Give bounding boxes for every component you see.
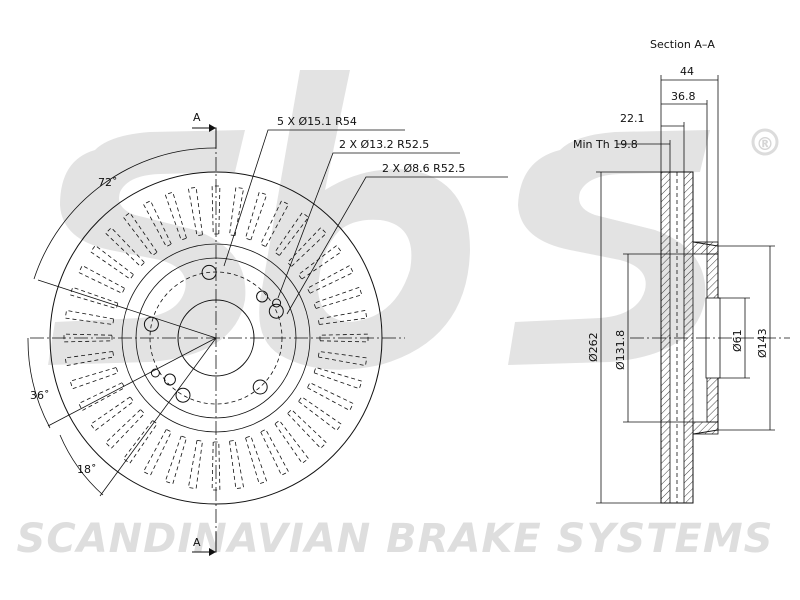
section-view: 44 36.8 22.1 Min Th 19.8 Ø262 Ø131.8 Ø61… [573,38,790,504]
cooling-vane [63,333,113,343]
cooling-vane [287,227,327,267]
bolt-hole-leader [223,129,405,267]
angle-arc-18 [59,434,104,496]
cooling-vane [142,200,172,248]
cooling-vane [317,309,368,325]
dim-hat-diameter: Ø131.8 [614,330,627,370]
cooling-vane [297,396,342,432]
hat-top-wall [692,241,719,255]
cooling-vane [105,227,145,267]
dim-min-thickness: Min Th 19.8 [573,138,638,151]
cooling-vane [164,435,187,485]
cooling-vane [122,419,158,464]
bolt-hole [175,387,191,403]
cooling-vane [64,351,115,367]
angle-label-72: 72˚ [98,176,118,189]
cooling-vane [297,244,342,280]
aux-hole [150,368,160,378]
cooling-vane [260,200,290,248]
bolt-hole-callout: 5 X Ø15.1 R54 [277,115,357,128]
bolt-hole [252,379,268,395]
section-marker-bottom: A [193,536,201,549]
registered-mark: ® [756,134,774,155]
dim-min-thickness-offset: 22.1 [620,112,645,125]
front-view: A A 72˚ 36˚ 18˚ 5 X Ø15.1 R54 2 X Ø13.2 … [27,111,508,556]
cooling-vane [245,435,268,485]
cooling-vane [69,286,119,309]
cooling-vane [229,439,245,490]
cooling-vane [90,244,135,280]
cooling-vane [211,185,221,235]
cooling-vane [313,367,363,390]
pin-hole [256,290,269,303]
dim-bolt-area-diameter: Ø143 [756,328,769,358]
section-title: Section A–A [650,38,715,51]
pin-hole-callout: 2 X Ø13.2 R52.5 [339,138,429,151]
cooling-vane [274,419,310,464]
section-marker-top: A [193,111,201,124]
cooling-vane [90,396,135,432]
cooling-vane [142,428,172,476]
dim-total-width: 44 [680,65,694,78]
aux-hole [272,298,282,308]
aux-hole-callout: 2 X Ø8.6 R52.5 [382,162,465,175]
cooling-vane [260,428,290,476]
cooling-vane [229,186,245,237]
cooling-vane [287,409,327,449]
aux-hole-leader [286,176,508,315]
cooling-vane [274,212,310,257]
angle-label-18: 18˚ [77,463,97,476]
hat-bottom-wall [692,421,719,435]
cooling-vane [306,382,354,412]
angle-leader-18 [99,337,217,497]
dim-hat-height: 36.8 [671,90,696,103]
cooling-vane [245,191,268,241]
angle-leader-36 [47,337,217,427]
cooling-vane [211,441,221,491]
bolt-hole [268,303,284,319]
cooling-vane [306,264,354,294]
cooling-vane [69,367,119,390]
cooling-vane [313,286,363,309]
angle-arc-72 [33,147,217,280]
cooling-vane [187,186,203,237]
angle-arc-36 [27,337,51,429]
pin-hole [163,373,176,386]
dim-center-bore: Ø61 [731,329,744,352]
cooling-vane [105,409,145,449]
cooling-vane [317,351,368,367]
section-arrowhead-top [209,124,216,132]
cooling-vane [319,333,369,343]
cooling-vane [122,212,158,257]
cooling-vane [64,309,115,325]
mounting-holes [143,264,284,403]
cooling-vane [187,439,203,490]
dim-outer-diameter: Ø262 [587,332,600,362]
angle-leader-72 [37,279,217,339]
section-arrowhead-bottom [209,548,216,556]
cooling-vane [164,191,187,241]
watermark-company-name: SCANDINAVIAN BRAKE SYSTEMS [17,516,774,562]
cooling-vane [78,264,126,294]
angle-label-36: 36˚ [30,389,50,402]
inboard-friction-plate [683,171,694,504]
outboard-friction-plate [660,171,671,504]
pin-hole-leader [277,152,460,299]
cooling-vanes [63,185,369,491]
